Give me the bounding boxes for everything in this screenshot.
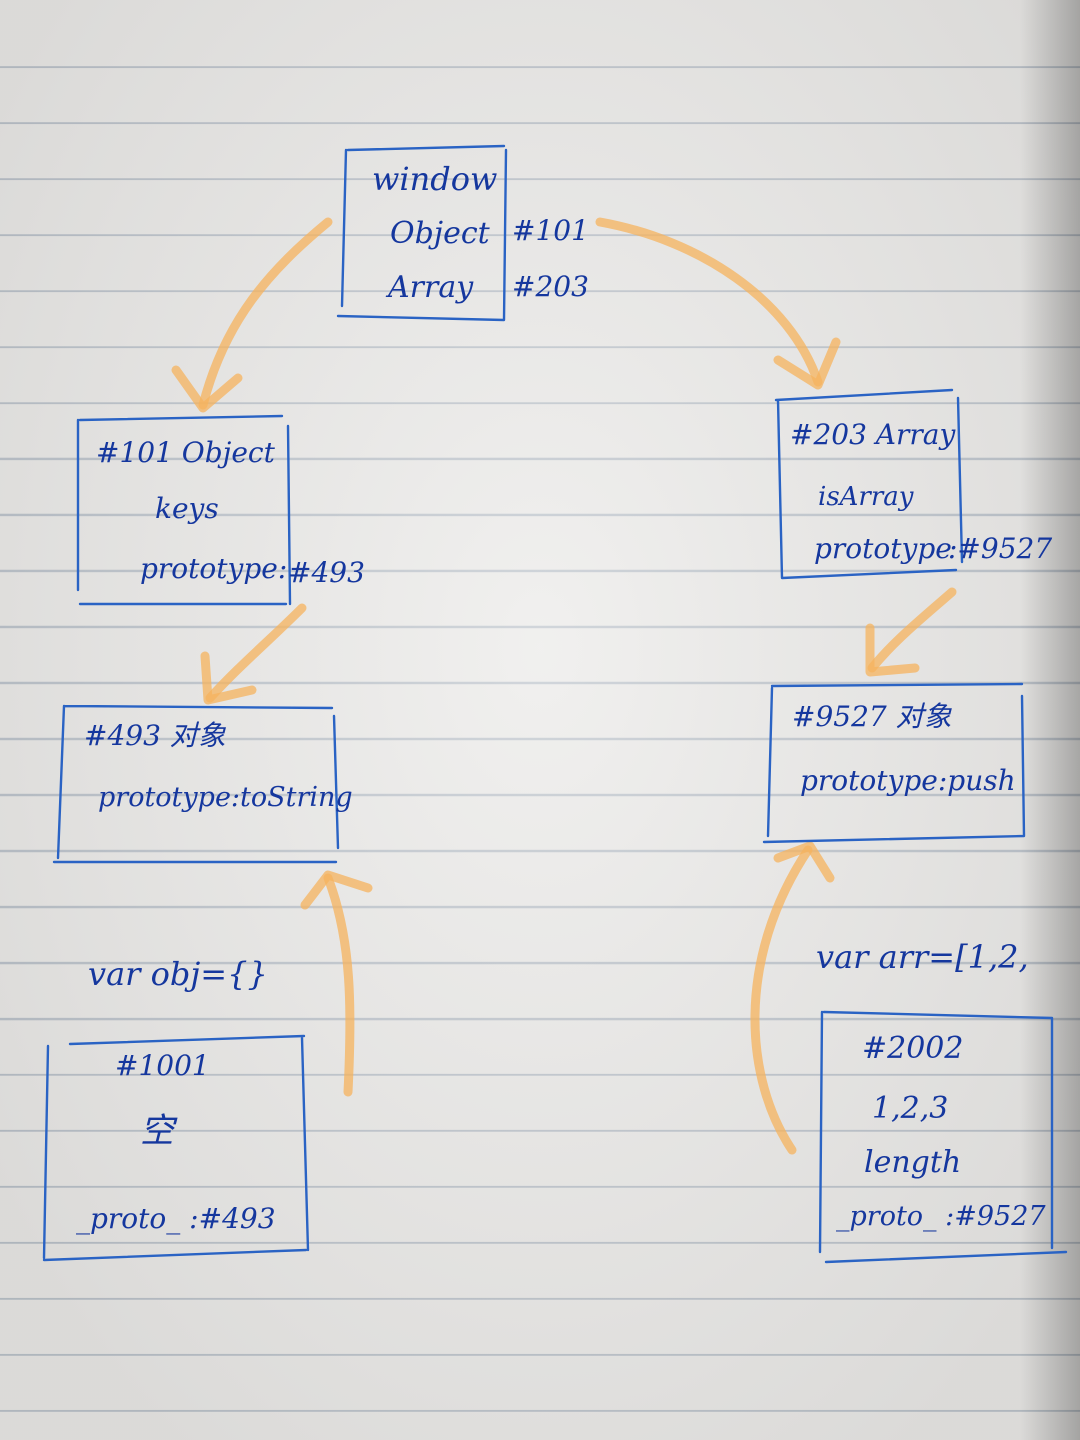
object-box-title: #101 Object [96, 436, 276, 469]
arr-instance-box: #2002 1,2,3 length _proto_ :#9527 [818, 1010, 1068, 1264]
arr-proto-prototype: prototype:push [800, 764, 1016, 797]
window-title: window [372, 160, 497, 198]
object-box-keys: keys [155, 492, 219, 525]
obj-instance-box: #1001 空 _proto_ :#493 [42, 1034, 310, 1262]
array-constructor-box: #203 Array isArray prototype :#9527 [774, 388, 1052, 580]
arrow-array-to-proto [865, 587, 957, 677]
object-box-prototype-ref: #493 [288, 556, 365, 589]
arrow-arr-instance-to-proto [750, 841, 835, 1155]
array-box-prototype-ref: :#9527 [948, 532, 1052, 565]
page-edge-shadow [1020, 0, 1080, 1440]
obj-proto-title: #493 对象 [84, 719, 227, 752]
window-array-field: Array [385, 270, 474, 305]
arrow-obj-instance-to-proto [300, 870, 373, 1097]
array-box-method: isArray [818, 482, 914, 512]
arrow-window-to-array [595, 217, 841, 390]
arr-instance-proto: _proto_ :#9527 [836, 1201, 1046, 1232]
object-box-prototype: prototype: [140, 552, 287, 585]
obj-proto-prototype: prototype:toString [98, 782, 353, 813]
array-box-title: #203 Array [790, 418, 956, 451]
arr-instance-length: length [864, 1145, 961, 1180]
obj-instance-id: #1001 [115, 1049, 210, 1082]
arr-instance-id: #2002 [862, 1031, 963, 1066]
object-constructor-box: #101 Object keys prototype: #493 [76, 414, 365, 606]
window-object-field: Object [390, 216, 491, 251]
arr-instance-values: 1,2,3 [872, 1091, 948, 1126]
object-prototype-box: #493 对象 prototype:toString [52, 704, 353, 864]
arrow-object-to-proto [200, 603, 307, 705]
array-prototype-box: #9527 对象 prototype:push [762, 682, 1026, 844]
arr-proto-title: #9527 对象 [792, 700, 953, 733]
window-object-ref: #101 [512, 214, 589, 247]
arr-declaration: var arr=[1,2, [816, 938, 1029, 976]
obj-declaration: var obj={} [88, 955, 268, 993]
array-box-prototype: prototype [814, 532, 952, 565]
obj-instance-proto: _proto_ :#493 [76, 1202, 276, 1235]
obj-instance-content: 空 [140, 1111, 178, 1151]
window-box: window Object Array #101 #203 [336, 144, 589, 322]
arrow-window-to-object [171, 217, 333, 413]
window-array-ref: #203 [512, 270, 589, 303]
